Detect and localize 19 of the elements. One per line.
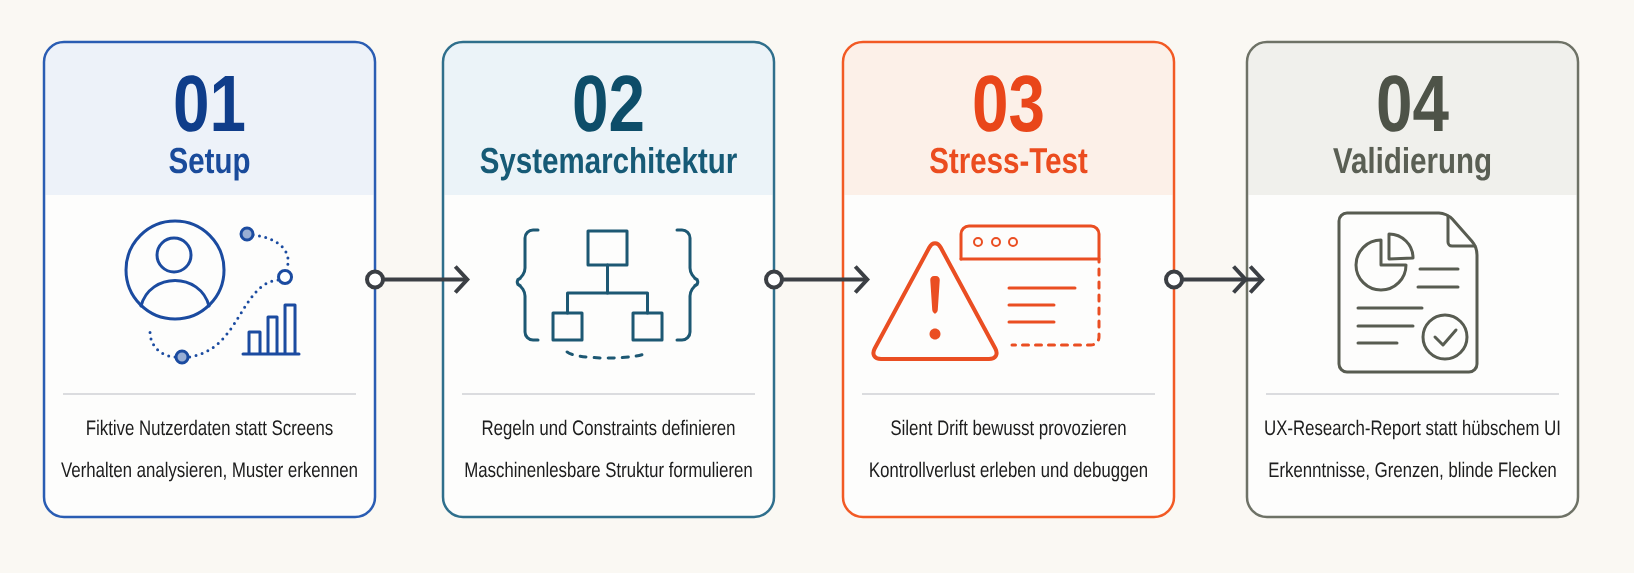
step-number: 02 xyxy=(574,75,643,132)
step-title: Systemarchitektur xyxy=(480,146,737,181)
step-title: Validierung xyxy=(1333,146,1491,181)
step-description: Erkenntnisse, Grenzen, blinde Flecken xyxy=(1269,461,1556,480)
step-title: Setup xyxy=(169,147,250,181)
step-description: Fiktive Nutzerdaten statt Screens xyxy=(87,419,333,436)
connector-arrow xyxy=(365,265,470,294)
connector-arrow xyxy=(1164,265,1265,294)
step-description: UX-Research-Report statt hübschem UI xyxy=(1265,419,1560,440)
step-description: Maschinenlesbare Struktur formulieren xyxy=(465,461,752,478)
step-number: 01 xyxy=(175,75,245,132)
step-description: Silent Drift bewusst provozieren xyxy=(891,419,1126,440)
step-number: 04 xyxy=(1378,75,1449,132)
step-title: Stress-Test xyxy=(930,147,1088,174)
step-description: Kontrollverlust erleben und debuggen xyxy=(870,461,1147,482)
step-description: Regeln und Constraints definieren xyxy=(482,419,735,440)
step-description: Verhalten analysieren, Muster erkennen xyxy=(61,461,357,482)
connector-arrow xyxy=(764,265,870,294)
step-number: 03 xyxy=(974,75,1043,132)
